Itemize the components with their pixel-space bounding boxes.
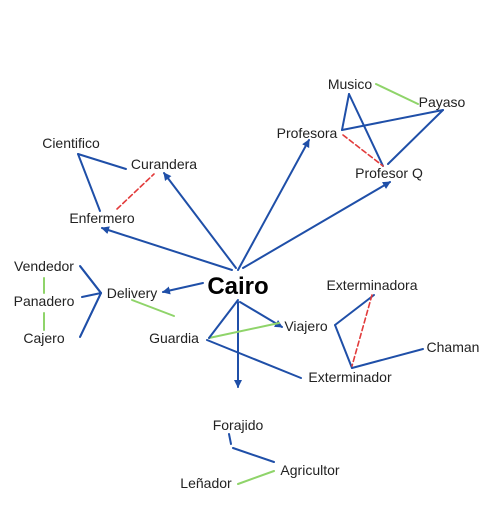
edge-panadero-delivery-line — [81, 292, 102, 298]
node-cientifico: Cientifico — [42, 135, 100, 151]
node-guardia: Guardia — [149, 330, 199, 346]
node-vendedor: Vendedor — [14, 258, 74, 274]
node-chaman: Chaman — [427, 339, 480, 355]
edge-delivery-delivery_tail-friendly — [131, 299, 175, 317]
node-lenador: Leñador — [180, 475, 232, 491]
edge-musico-profesor_q-line — [348, 93, 384, 167]
node-profesor-q: Profesor Q — [355, 165, 423, 181]
node-viajero: Viajero — [284, 318, 328, 334]
edges-layer — [43, 83, 444, 485]
edge-cairo-curandera-arrow — [163, 172, 237, 269]
node-forajido: Forajido — [213, 417, 264, 433]
edge-exterminadora-chaman-line — [334, 294, 375, 326]
edge-cairo-enfermero-arrow — [101, 226, 233, 271]
edge-payaso-profesora-line — [341, 109, 444, 131]
edge-cairo-delivery-arrow — [162, 282, 204, 295]
edge-cairo-profesora-arrow — [237, 139, 310, 271]
edge-chaman-exterminador_top-line — [351, 348, 424, 369]
node-exterminador: Exterminador — [308, 369, 392, 385]
node-cairo: Cairo — [207, 273, 268, 300]
edge-bracket-1 — [79, 292, 102, 338]
node-delivery: Delivery — [107, 285, 158, 301]
edge-profesora-profesor_q-tense — [342, 134, 384, 167]
node-cajero: Cajero — [23, 330, 64, 346]
edge-profesor_q-payaso-line — [387, 109, 444, 165]
node-profesora: Profesora — [277, 125, 338, 141]
node-panadero: Panadero — [14, 293, 75, 309]
edge-musico-payaso-friendly — [375, 83, 419, 105]
node-exterminadora: Exterminadora — [326, 277, 417, 293]
edge-profesora-musico-line — [341, 93, 350, 131]
edge-cientifico-curandera-line — [77, 153, 127, 170]
edge-exterminadora-exterminador_top-line — [334, 324, 353, 369]
edge-forajido-lenador-line — [228, 433, 232, 445]
edge-cientifico-enfermero-line — [77, 153, 101, 212]
node-agricultor: Agricultor — [280, 462, 339, 478]
edge-cairo-profesor_q-arrow — [242, 181, 391, 269]
edge-enfermero-curandera-tense — [116, 173, 155, 210]
node-musico: Musico — [328, 76, 373, 92]
node-enfermero: Enfermero — [69, 210, 135, 226]
node-curandera: Curandera — [131, 156, 197, 172]
edge-lenador-agricultor-friendly — [237, 470, 275, 485]
edge-bracket-0 — [79, 265, 102, 294]
edge-guardia-exterminador-line — [206, 339, 302, 379]
edge-exterminadora-exterminador_top-tense — [351, 294, 373, 367]
node-payaso: Payaso — [419, 94, 466, 110]
edge-cairo-guardia-line — [208, 299, 239, 339]
edge-guardia-viajero-friendly — [208, 322, 280, 339]
edge-cairo-viajero-arrow — [239, 301, 283, 328]
edge-forajido-agricultor-line — [232, 447, 275, 463]
